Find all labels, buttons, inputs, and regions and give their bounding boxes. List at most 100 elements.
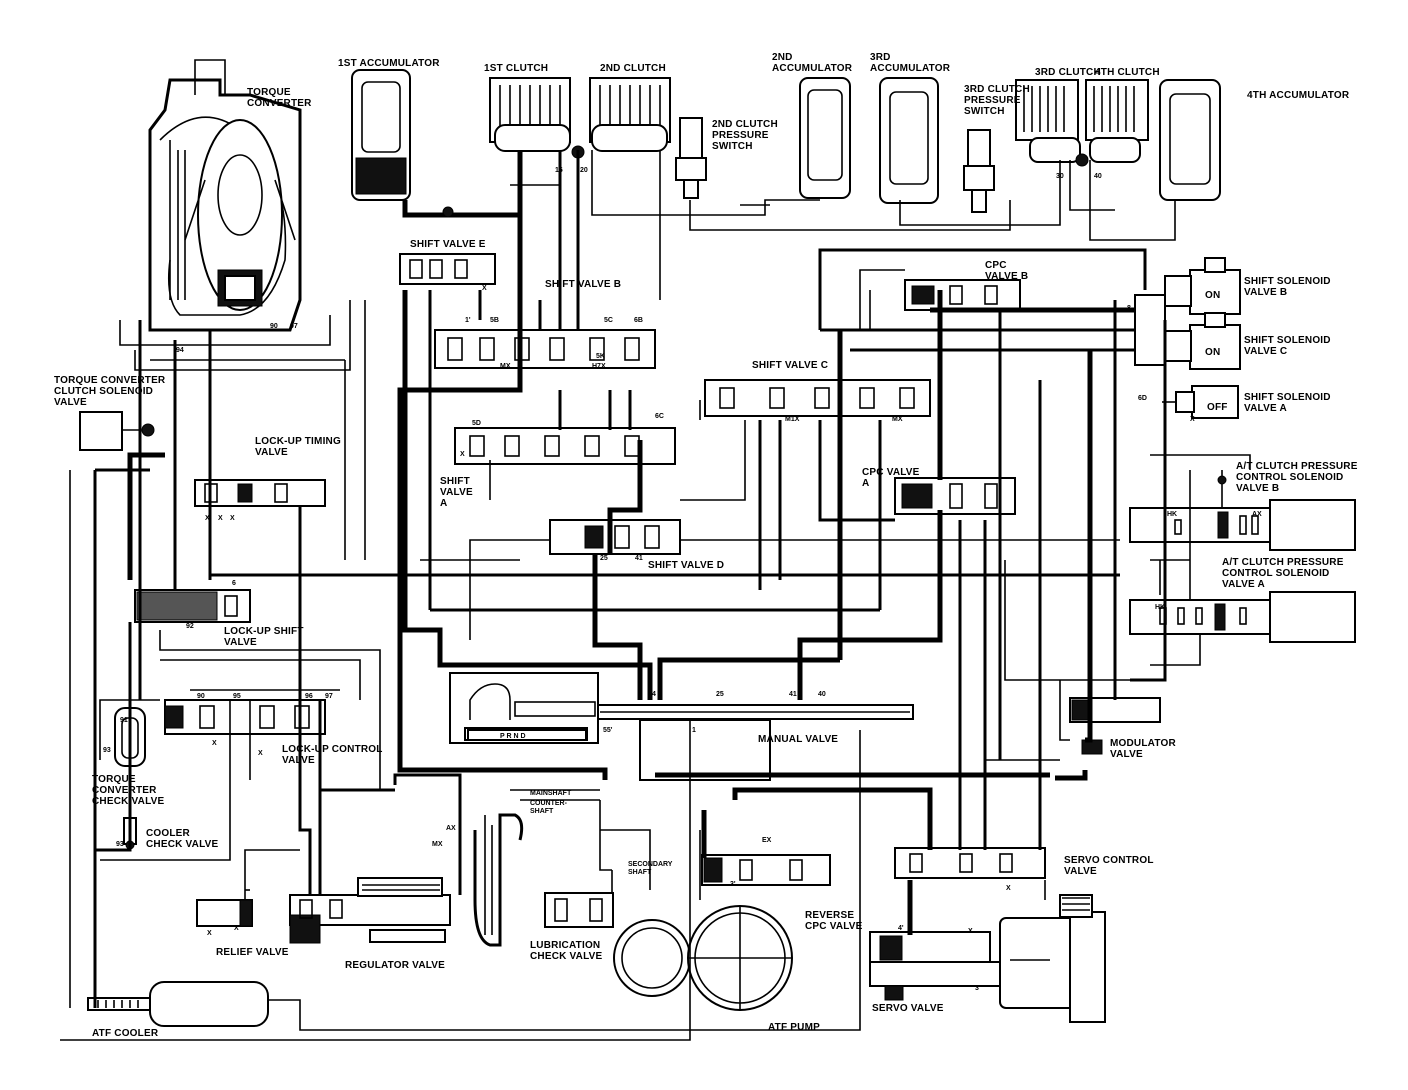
lockup-shift-valve [134,589,251,623]
servo-valve [869,894,1106,1023]
solenoid-a-state: OFF [1207,402,1228,413]
servo-control-valve [894,847,1046,879]
third-clutch-pressure-switch [963,129,995,213]
label-shift-valve-c: SHIFT VALVE C [752,360,828,371]
svg-text:MX: MX [500,363,511,370]
svg-text:X: X [234,925,239,932]
label-shift-valve-d: SHIFT VALVE D [648,560,724,571]
tcc-solenoid [79,411,155,451]
svg-text:AX: AX [446,825,456,832]
label-manual-valve: MANUAL VALVE [758,734,838,745]
svg-text:8: 8 [1127,305,1131,312]
torque-converter [119,59,351,371]
svg-text:6B: 6B [634,317,643,324]
fourth-accumulator [1159,79,1221,201]
label-atf-pump: ATF PUMP [768,1022,820,1033]
svg-text:X: X [968,928,973,935]
svg-text:MX: MX [892,416,903,423]
svg-text:93: 93 [116,841,124,848]
svg-text:X: X [482,285,487,292]
svg-text:3': 3' [730,881,736,888]
shift-valve-b [434,329,656,369]
svg-text:20: 20 [580,167,588,174]
svg-text:16: 16 [555,167,563,174]
svg-text:94: 94 [176,347,184,354]
svg-text:55': 55' [603,727,613,734]
svg-text:X: X [205,515,210,522]
label-shift-valve-e: SHIFT VALVE E [410,239,486,250]
svg-text:4: 4 [652,691,656,698]
svg-text:90: 90 [270,323,278,330]
svg-text:95: 95 [233,693,241,700]
svg-text:X: X [1190,416,1195,423]
solenoid-states: ON ON OFF [1205,290,1228,413]
svg-text:5C: 5C [604,317,613,324]
svg-text:5K: 5K [596,353,605,360]
shift-solenoid-a [1162,385,1239,419]
second-clutch-pressure-switch [675,117,707,199]
svg-text:X: X [1006,885,1011,892]
top-fluid-lines [402,150,1176,330]
label-mainshaft: MAINSHAFT [530,790,572,797]
third-clutch [1015,79,1081,163]
label-first-accumulator: 1ST ACCUMULATOR [338,58,440,69]
at-clutch-pressure-b [1129,470,1356,551]
svg-text:3: 3 [975,985,979,992]
svg-text:6C: 6C [655,413,664,420]
label-relief-valve: RELIEF VALVE [216,947,289,958]
label-first-clutch: 1ST CLUTCH [484,63,548,74]
svg-text:AX: AX [1252,511,1262,518]
svg-text:25: 25 [716,691,724,698]
svg-text:1': 1' [465,317,471,324]
svg-text:1: 1 [692,727,696,734]
label-atf-cooler: ATF COOLER [92,1028,159,1039]
svg-text:EX: EX [762,837,772,844]
first-clutch [489,77,571,152]
second-clutch [571,77,671,159]
svg-text:41: 41 [789,691,797,698]
svg-text:X: X [212,740,217,747]
svg-text:41: 41 [635,555,643,562]
svg-text:X: X [230,515,235,522]
third-accumulator [879,77,939,204]
second-accumulator [799,77,851,199]
svg-text:93: 93 [103,747,111,754]
manual-position-indicator: P R N D [467,729,587,741]
shift-solenoid-c [1164,312,1241,370]
lockup-control-valve [164,699,326,735]
svg-text:M1X: M1X [785,416,800,423]
fluid-lines-medium [93,248,1167,1008]
label-fourth-accumulator: 4TH ACCUMULATOR [1247,90,1350,101]
mainshaft-assembly [473,789,600,947]
label-countershaft: COUNTER-SHAFT [530,800,568,815]
label-servo-valve: SERVO VALVE [872,1003,944,1014]
label-regulator-valve: REGULATOR VALVE [345,960,445,971]
svg-text:MX: MX [432,841,443,848]
atf-pump [613,905,793,1011]
svg-text:92: 92 [186,623,194,630]
shift-valve-e [399,253,496,285]
svg-text:HK: HK [1155,604,1165,611]
svg-text:H7X: H7X [592,363,606,370]
label-third-clutch: 3RD CLUTCH [1035,67,1101,78]
